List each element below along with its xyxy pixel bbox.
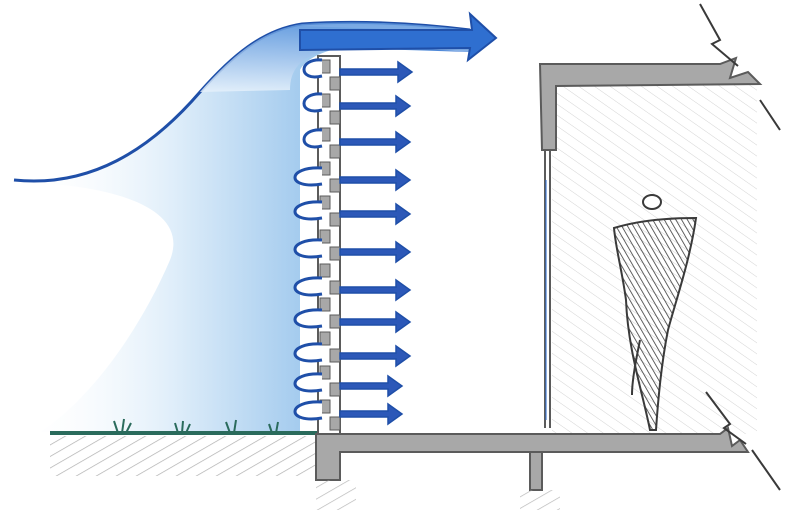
soil-hatch-left: [50, 436, 318, 476]
wind-mass: [14, 14, 496, 432]
wind-eddy: [304, 94, 322, 111]
screen-slat: [330, 145, 340, 158]
screen-slat: [330, 247, 340, 260]
screen-slat: [330, 349, 340, 362]
wind-eddy: [295, 202, 322, 219]
soil-hatch-beam: [520, 490, 560, 510]
arrow-right-icon: [340, 280, 410, 300]
wind-eddy: [295, 344, 322, 361]
filtered-wind-arrows: [295, 60, 412, 424]
arrow-right-icon: [340, 62, 412, 82]
wind-eddy: [295, 240, 322, 257]
screen-slat: [330, 213, 340, 226]
arrow-right-icon: [340, 404, 402, 424]
deflected-wind-arrow: [300, 14, 496, 60]
wind-eddy: [304, 130, 322, 147]
screen-slat: [330, 77, 340, 90]
arrow-right-icon: [340, 312, 410, 332]
wind-eddy: [295, 402, 322, 419]
screen-slat: [320, 264, 330, 277]
floor-slab: [316, 428, 748, 490]
screen-slat: [330, 111, 340, 124]
screen-slat: [330, 315, 340, 328]
wind-eddy: [295, 168, 322, 185]
wind-eddy: [295, 374, 322, 391]
screen-slat: [330, 179, 340, 192]
screen-slat: [330, 417, 340, 430]
arrow-right-icon: [340, 242, 410, 262]
screen-slat: [330, 281, 340, 294]
screen-slat: [330, 383, 340, 396]
person-head: [643, 195, 661, 209]
arrow-right-icon: [340, 96, 410, 116]
arrow-right-icon: [340, 132, 410, 152]
soil-hatch-footing: [316, 480, 356, 510]
wind-eddy: [295, 310, 322, 327]
wind-eddy: [295, 278, 322, 295]
arrow-right-icon: [340, 346, 410, 366]
arrow-right-icon: [340, 204, 410, 224]
arrow-right-icon: [340, 376, 402, 396]
building-section: [316, 4, 780, 510]
arrow-right-icon: [340, 170, 410, 190]
wind-eddy: [304, 60, 322, 77]
